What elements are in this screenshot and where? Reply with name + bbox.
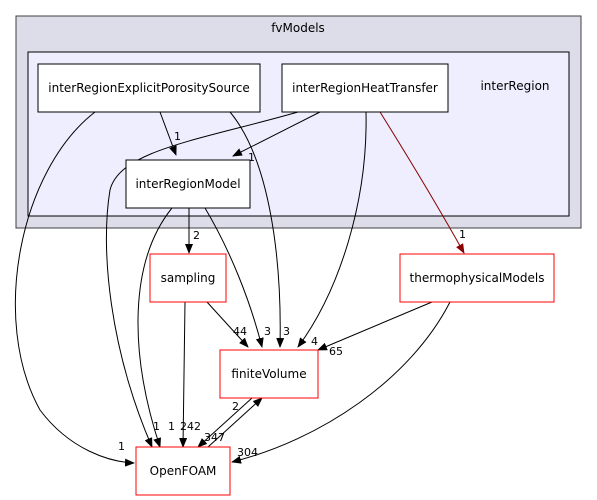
edge-finitevolume-to-openfoam — [197, 397, 253, 448]
edge-sampling-to-openfoam — [179, 301, 188, 448]
edge-heat-to-model — [232, 111, 321, 157]
edge-model-to-finitevolume — [204, 207, 264, 348]
node-thermo-label: thermophysicalModels — [410, 271, 545, 285]
node-porosity-label: interRegionExplicitPorositySource — [48, 81, 249, 95]
label-model-to-sampling: 2 — [193, 229, 200, 242]
label-sampling-to-openfoam: 242 — [180, 420, 201, 433]
edge-heat-to-openfoam — [105, 111, 299, 448]
label-model-to-openfoam: 1 — [168, 420, 175, 433]
edge-sampling-to-finitevolume — [206, 301, 249, 348]
node-interregion-explicit-porosity-source[interactable]: interRegionExplicitPorositySource — [37, 63, 261, 113]
edge-porosity-to-openfoam — [14, 111, 135, 467]
node-finitevolume-label: finiteVolume — [231, 367, 306, 381]
label-sampling-to-finitevolume: 44 — [233, 325, 247, 338]
label-thermo-to-openfoam: 304 — [237, 446, 258, 459]
node-sampling[interactable]: sampling — [149, 253, 227, 303]
node-model-label: interRegionModel — [135, 177, 240, 191]
label-porosity-to-finitevolume: 3 — [283, 325, 290, 338]
label-finitevolume-to-openfoam: 2 — [232, 400, 239, 413]
edge-porosity-to-finitevolume — [229, 111, 285, 348]
label-openfoam-to-finitevolume: 347 — [204, 431, 225, 444]
label-heat-to-thermo: 1 — [459, 228, 466, 241]
cluster-fvmodels-label: fvModels — [271, 21, 325, 35]
label-porosity-to-openfoam: 1 — [118, 440, 125, 453]
node-thermophysical-models[interactable]: thermophysicalModels — [399, 253, 555, 303]
label-porosity-to-model: 1 — [174, 130, 181, 143]
edge-thermo-to-finitevolume — [317, 301, 433, 351]
edge-openfoam-to-finitevolume — [207, 397, 263, 448]
edge-model-to-openfoam — [137, 207, 173, 448]
node-heat-label: interRegionHeatTransfer — [292, 81, 438, 95]
edge-heat-to-finitevolume — [297, 111, 367, 348]
edge-heat-to-thermo — [379, 111, 465, 254]
edge-thermo-to-openfoam — [231, 301, 451, 464]
node-finite-volume[interactable]: finiteVolume — [219, 349, 319, 399]
node-interregion-heat-transfer[interactable]: interRegionHeatTransfer — [281, 63, 449, 113]
label-heat-to-openfoam: 1 — [153, 420, 160, 433]
node-openfoam-label: OpenFOAM — [150, 464, 217, 478]
edge-porosity-to-model — [159, 111, 177, 156]
label-heat-to-finitevolume: 4 — [311, 335, 318, 348]
node-interregion-model[interactable]: interRegionModel — [125, 159, 251, 209]
edge-labels: 1 1 2 1 44 3 3 4 65 2 347 1 1 1 242 304 — [118, 130, 466, 459]
label-thermo-to-finitevolume: 65 — [329, 345, 343, 358]
label-model-to-finitevolume: 3 — [264, 325, 271, 338]
node-openfoam[interactable]: OpenFOAM — [135, 446, 231, 496]
cluster-interregion-label: interRegion — [480, 79, 549, 93]
label-heat-to-model: 1 — [248, 151, 255, 164]
node-sampling-label: sampling — [161, 271, 216, 285]
edges — [14, 111, 465, 467]
